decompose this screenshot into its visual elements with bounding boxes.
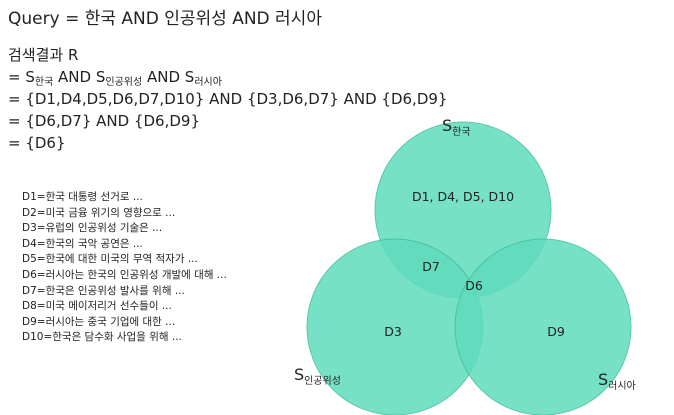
document-item: D7=한국은 인공위성 발사를 위해 ...	[22, 284, 185, 297]
and-operator-1: AND	[53, 68, 96, 86]
search-result-block: 검색결과 R = S한국 AND S인공위성 AND S러시아 = {D1,D4…	[8, 44, 447, 154]
region-label-all-three: D6	[465, 278, 483, 293]
set-label-korea-name: 한국	[452, 126, 470, 138]
document-item: D2=미국 금융 위기의 영향으로 ...	[22, 206, 176, 219]
document-item: D3=유럽의 인공위성 기술은 ...	[22, 222, 163, 235]
query-text: Query = 한국 AND 인공위성 AND 러시아	[8, 9, 322, 29]
set-symbol-satellite: S	[95, 68, 106, 86]
document-list: D1=한국 대통령 선거로 ... D2=미국 금융 위기의 영향으로 ... …	[22, 190, 227, 346]
set-symbol-russia: S	[184, 68, 195, 86]
document-item: D9=러시아는 중국 기업에 대한 ...	[22, 315, 176, 328]
set-label-satellite-name: 인공위성	[304, 374, 341, 387]
document-item: D1=한국 대통령 선거로 ...	[22, 191, 143, 203]
venn-circle-russia	[454, 238, 632, 415]
set-label-russia: S러시아	[598, 370, 636, 392]
and-operator-2: AND	[142, 68, 185, 86]
set-label-satellite: S인공위성	[294, 365, 341, 387]
set-label-russia-symbol: S	[598, 370, 608, 389]
set-name-russia: 러시아	[194, 77, 222, 88]
set-label-russia-name: 러시아	[608, 380, 636, 392]
region-label-satellite-only: D3	[384, 324, 402, 339]
result-set-expression: = S한국 AND S인공위성 AND S러시아	[8, 66, 447, 88]
set-name-korea: 한국	[34, 77, 54, 88]
document-item: D10=한국은 담수화 사업을 위해 ...	[22, 331, 182, 344]
region-label-korea-satellite: D7	[422, 259, 440, 274]
document-item: D4=한국의 국악 공연은 ...	[22, 237, 143, 250]
document-item: D6=러시아는 한국의 인공위성 개발에 대해 ...	[22, 268, 227, 281]
set-name-satellite: 인공위성	[105, 77, 143, 88]
result-final: = {D6}	[8, 134, 66, 152]
result-heading: 검색결과 R	[8, 46, 79, 64]
set-symbol-korea: S	[25, 68, 35, 86]
set-label-korea-symbol: S	[442, 116, 452, 135]
set-label-satellite-symbol: S	[294, 365, 304, 384]
result-step-3: = {D6,D7} AND {D6,D9}	[8, 112, 200, 130]
result-prefix: =	[8, 68, 26, 86]
document-item: D5=한국에 대한 미국의 무역 적자가 ...	[22, 253, 198, 266]
region-label-russia-only: D9	[547, 324, 565, 339]
result-step-2: = {D1,D4,D5,D6,D7,D10} AND {D3,D6,D7} AN…	[8, 90, 448, 108]
set-label-korea: S한국	[442, 116, 471, 138]
region-label-korea-only: D1, D4, D5, D10	[412, 189, 514, 204]
document-item: D8=미국 메이저리거 선수들이 ...	[22, 300, 172, 313]
